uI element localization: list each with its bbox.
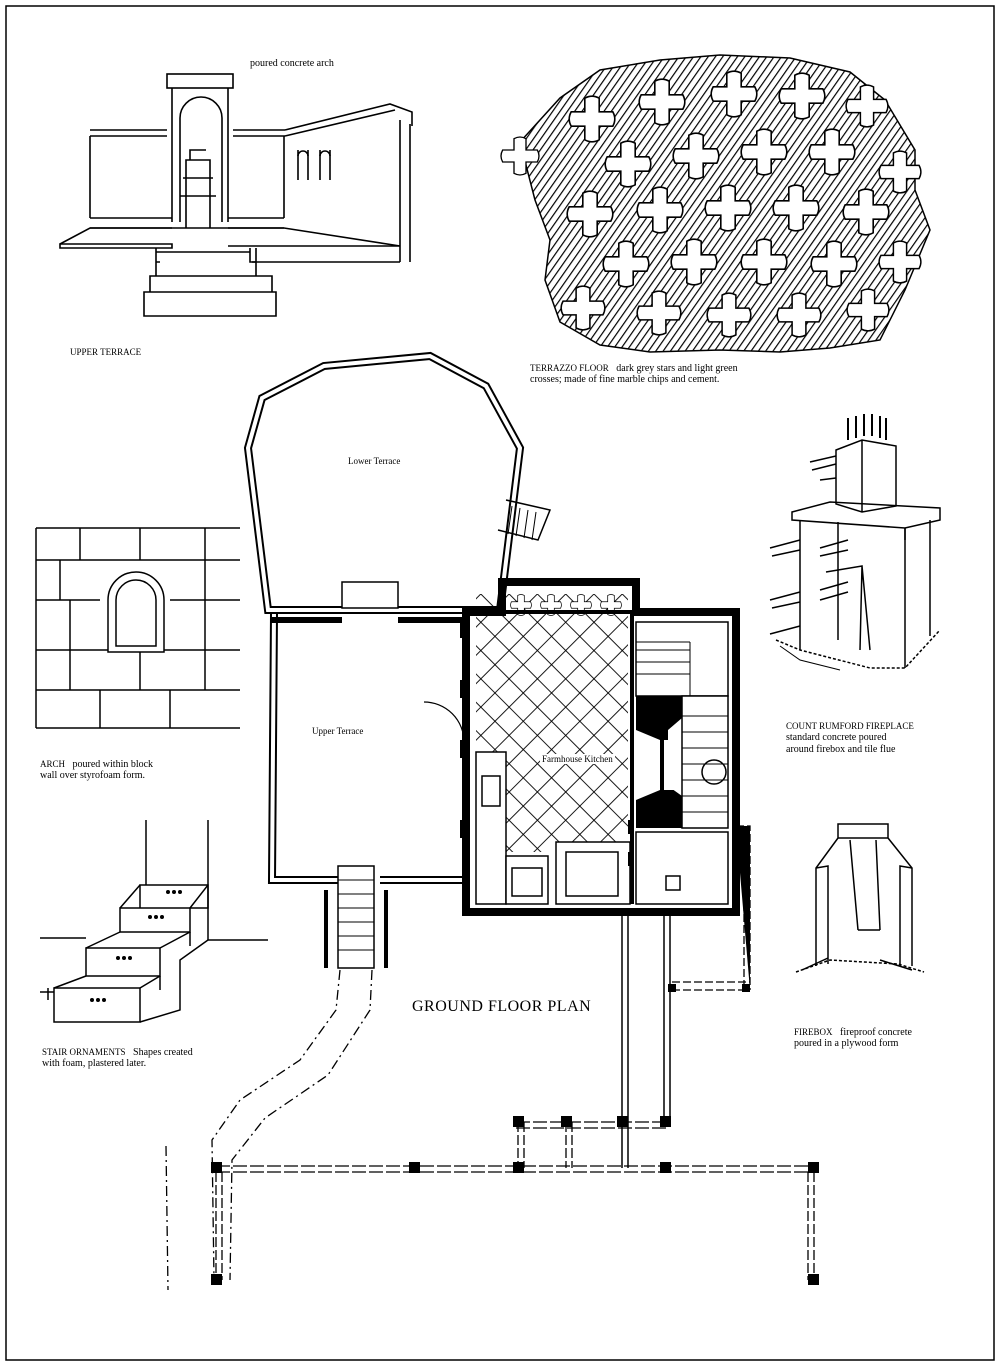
firebox-sketch	[795, 823, 925, 973]
fireplace-sketch	[769, 414, 941, 671]
room-label-kitchen: Farmhouse Kitchen	[540, 754, 615, 764]
terrazzo-swatch	[500, 54, 931, 353]
upper-terrace-sketch	[59, 73, 413, 317]
room-label-upper-terrace: Upper Terrace	[312, 726, 364, 736]
poured-concrete-arch-note: poured concrete arch	[250, 58, 334, 69]
arch-caption-line2: wall over styrofoam form.	[40, 770, 145, 781]
arch-caption: ARCH poured within block	[40, 758, 153, 771]
stair-caption-line2: with foam, plastered later.	[42, 1058, 147, 1069]
firebox-caption: FIREBOX fireproof concrete	[794, 1026, 912, 1039]
stair-caption-line1: Shapes created	[133, 1047, 193, 1058]
firebox-caption-title: FIREBOX	[794, 1027, 833, 1037]
firebox-caption-line1: fireproof concrete	[840, 1027, 912, 1038]
fireplace-caption-line2: around firebox and tile flue	[786, 744, 896, 755]
stair-caption: STAIR ORNAMENTS Shapes created	[42, 1046, 193, 1059]
terrazzo-caption-line1: dark grey stars and light green	[616, 363, 738, 374]
terrazzo-caption-title: TERRAZZO FLOOR	[530, 363, 609, 373]
plan-title: GROUND FLOOR PLAN	[412, 998, 592, 1015]
stair-ornaments-sketch	[40, 820, 268, 1023]
firebox-caption-line2: poured in a plywood form	[794, 1038, 899, 1049]
fireplace-caption-title: COUNT RUMFORD FIREPLACE	[786, 721, 914, 731]
arch-caption-title: ARCH	[40, 759, 66, 769]
arch-caption-line1: poured within block	[72, 759, 154, 770]
sheet-border	[5, 5, 995, 1361]
upper-terrace-caption: UPPER TERRACE	[70, 347, 142, 357]
arch-sketch	[35, 527, 240, 729]
stair-caption-title: STAIR ORNAMENTS	[42, 1047, 126, 1057]
ground-floor-plan	[165, 351, 819, 1291]
terrazzo-caption: TERRAZZO FLOOR dark grey stars and light…	[530, 362, 738, 375]
room-label-lower-terrace: Lower Terrace	[348, 456, 401, 466]
terrazzo-caption-line2: crosses; made of fine marble chips and c…	[530, 374, 720, 385]
fireplace-caption-line1: standard concrete poured	[786, 732, 887, 743]
